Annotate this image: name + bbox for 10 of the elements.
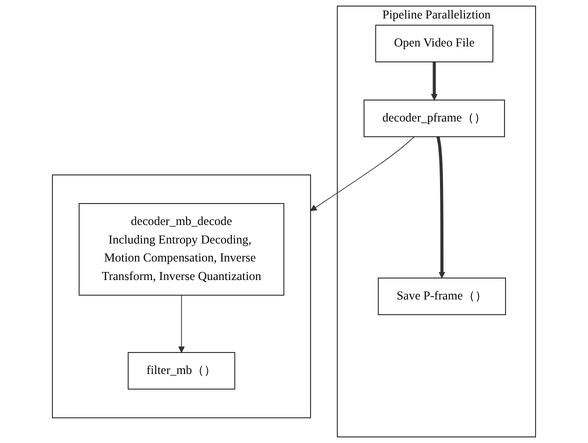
cluster bbox=[52, 174, 311, 418]
node-box: Open Video File bbox=[375, 24, 494, 62]
node-box: decoder_pframe（） bbox=[364, 100, 505, 138]
arrow bbox=[178, 294, 185, 353]
node-box: decoder_mb_decode Including Entropy Decoding, Motion Compensation, Inverse Transform, Inverse Quantization bbox=[78, 203, 284, 296]
arrow bbox=[436, 136, 446, 278]
node-box: filter_mb（） bbox=[128, 352, 236, 390]
arrow bbox=[430, 62, 438, 100]
arrow bbox=[310, 136, 415, 212]
node-box: Save P-frame（） bbox=[378, 278, 506, 316]
